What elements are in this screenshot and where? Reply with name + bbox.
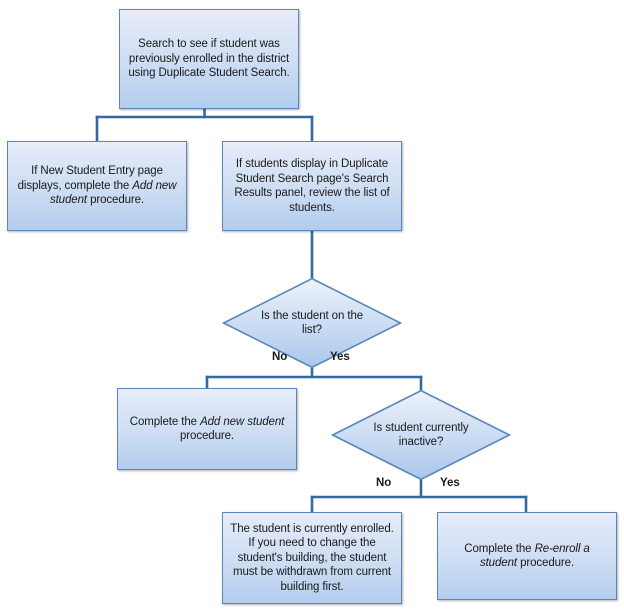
node-complete-add-new-student[interactable]: Complete the Add new student procedure.	[117, 388, 297, 470]
text-after: procedure.	[86, 194, 145, 207]
branch-label-inactive-no: No	[376, 477, 392, 489]
node-decision-student-on-list[interactable]: Is the student on the list?	[222, 277, 402, 369]
node-complete-add-new-student-text: Complete the Add new student procedure.	[118, 415, 296, 444]
text-before: Complete the	[464, 542, 535, 555]
node-new-student-entry-text: If New Student Entry page displays, comp…	[8, 164, 186, 208]
branch-label-inactive-yes: Yes	[440, 477, 460, 489]
node-currently-enrolled[interactable]: The student is currently enrolled. If yo…	[222, 512, 402, 604]
node-decision-student-on-list-text: Is the student on the list?	[260, 309, 364, 337]
node-new-student-entry[interactable]: If New Student Entry page displays, comp…	[7, 141, 187, 231]
branch-label-on-list-yes: Yes	[330, 351, 350, 363]
node-students-display[interactable]: If students display in Duplicate Student…	[222, 141, 402, 231]
diamond-shape-inactive	[331, 389, 511, 481]
node-complete-reenroll-text: Complete the Re-enroll a student procedu…	[438, 542, 616, 571]
node-students-display-text: If students display in Duplicate Student…	[234, 158, 390, 214]
node-currently-enrolled-text: The student is currently enrolled. If yo…	[230, 522, 394, 593]
text-italic: Add new student	[49, 179, 177, 207]
node-start-search[interactable]: Search to see if student was previously …	[119, 9, 299, 109]
text-before: If New Student Entry page displays, comp…	[17, 165, 163, 192]
text-after: procedure.	[180, 430, 234, 442]
text-italic: Re-enroll a student	[479, 542, 590, 570]
node-decision-student-inactive-text: Is student currently inactive?	[373, 421, 469, 449]
text-before: Complete the	[129, 415, 201, 428]
node-complete-reenroll[interactable]: Complete the Re-enroll a student procedu…	[437, 512, 617, 600]
diamond-shape-on-list	[222, 277, 402, 369]
node-decision-student-inactive[interactable]: Is student currently inactive?	[331, 389, 511, 481]
text-after: procedure.	[516, 557, 575, 569]
text-italic: Add new student	[200, 415, 285, 428]
branch-label-on-list-no: No	[272, 351, 288, 363]
node-start-search-text: Search to see if student was previously …	[128, 38, 290, 80]
